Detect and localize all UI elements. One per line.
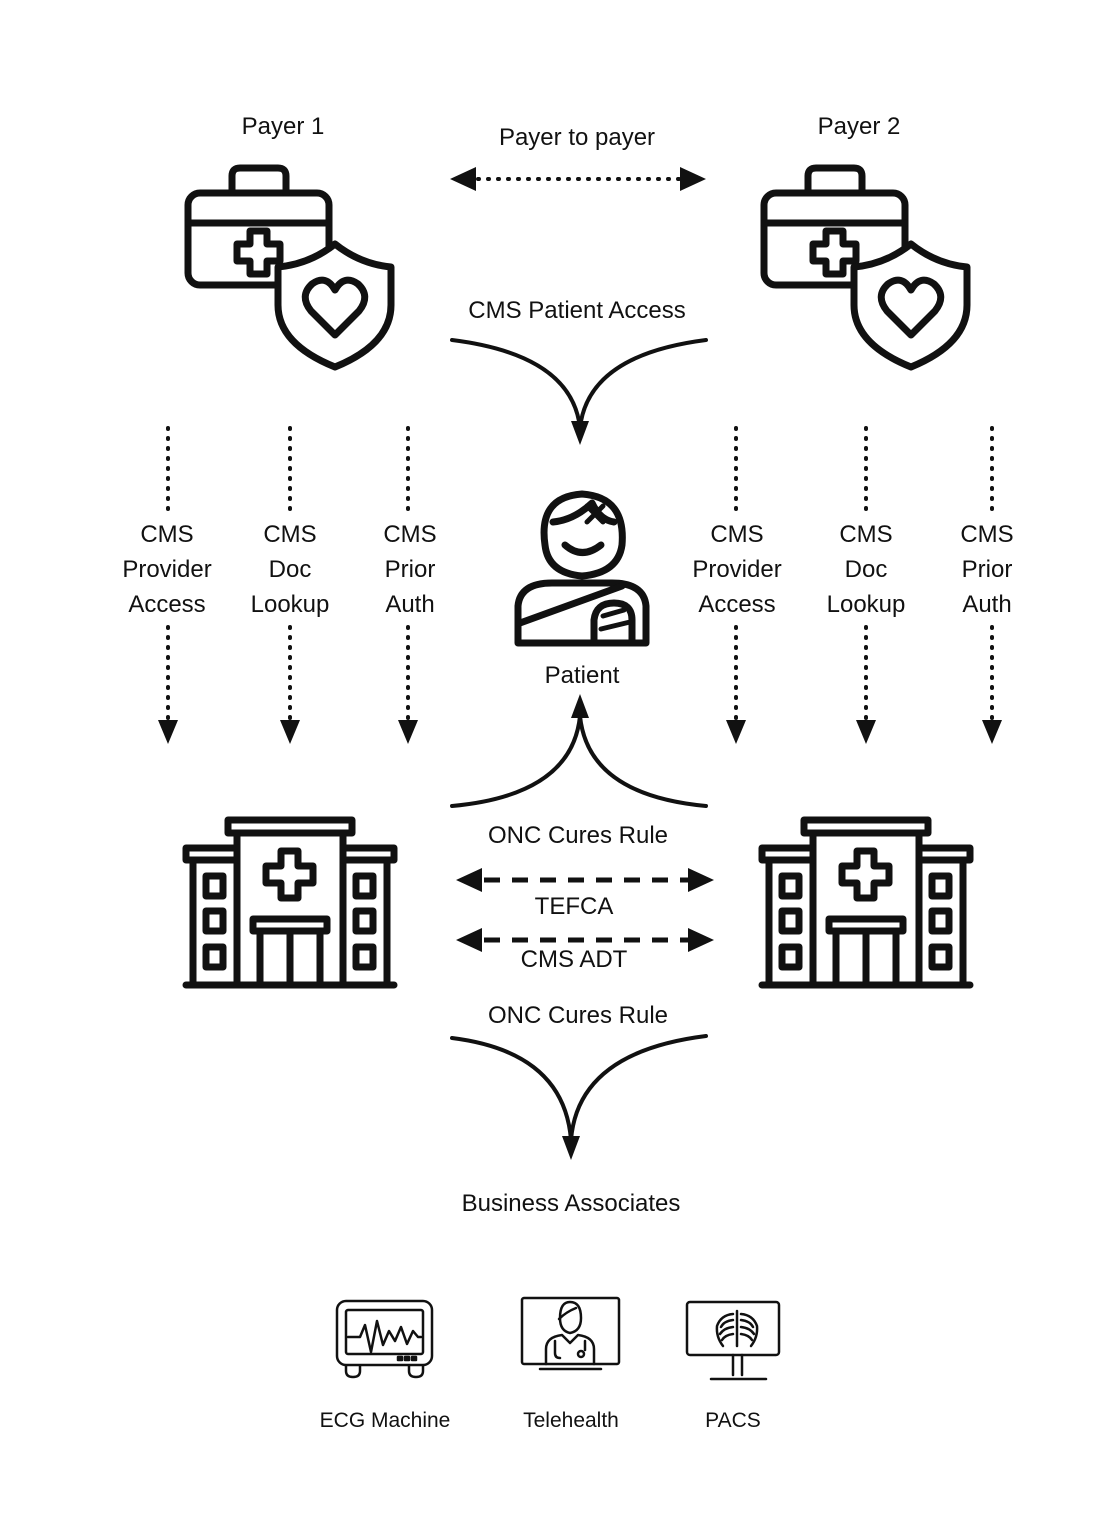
hospital-right-icon — [758, 816, 974, 989]
business-associates-label: Business Associates — [461, 1190, 681, 1217]
pacs-icon — [685, 1300, 781, 1381]
pacs-label: PACS — [705, 1409, 761, 1432]
payer-2-medical-kit-icon — [760, 164, 909, 289]
payer-1-medical-kit-icon — [184, 164, 333, 289]
ecg-machine-icon — [335, 1299, 434, 1379]
onc-cures-rule-top-label: ONC Cures Rule — [487, 822, 669, 849]
onc-cures-rule-bottom-label: ONC Cures Rule — [487, 1002, 669, 1029]
onc-cures-rule-to-business-associates-arrow — [450, 1034, 708, 1160]
hospital-left-icon — [182, 816, 398, 989]
patient-icon — [514, 490, 650, 647]
right-rule-arrowheads — [726, 720, 1002, 744]
left-rule-arrowheads — [158, 720, 418, 744]
cms-adt-arrow — [456, 928, 714, 952]
telehealth-label: Telehealth — [523, 1409, 619, 1432]
payer-1-label: Payer 1 — [241, 113, 325, 140]
payer-1-shield-heart-icon — [274, 240, 395, 371]
cms-patient-access-arrow — [450, 338, 708, 445]
tefca-label: TEFCA — [534, 893, 614, 920]
ecg-machine-label: ECG Machine — [319, 1409, 451, 1432]
cms-patient-access-label: CMS Patient Access — [468, 297, 686, 324]
tefca-arrow — [456, 868, 714, 892]
right-rule-arrows — [734, 426, 994, 722]
payer-to-payer-arrow — [450, 167, 706, 191]
left-rule-arrows — [166, 426, 410, 722]
payer-to-payer-label: Payer to payer — [498, 124, 656, 151]
telehealth-icon — [520, 1296, 621, 1371]
onc-cures-rule-to-patient-arrow — [450, 694, 708, 808]
payer-2-shield-heart-icon — [850, 240, 971, 371]
cms-adt-label: CMS ADT — [520, 946, 628, 973]
payer-2-label: Payer 2 — [817, 113, 901, 140]
patient-label: Patient — [544, 662, 620, 689]
